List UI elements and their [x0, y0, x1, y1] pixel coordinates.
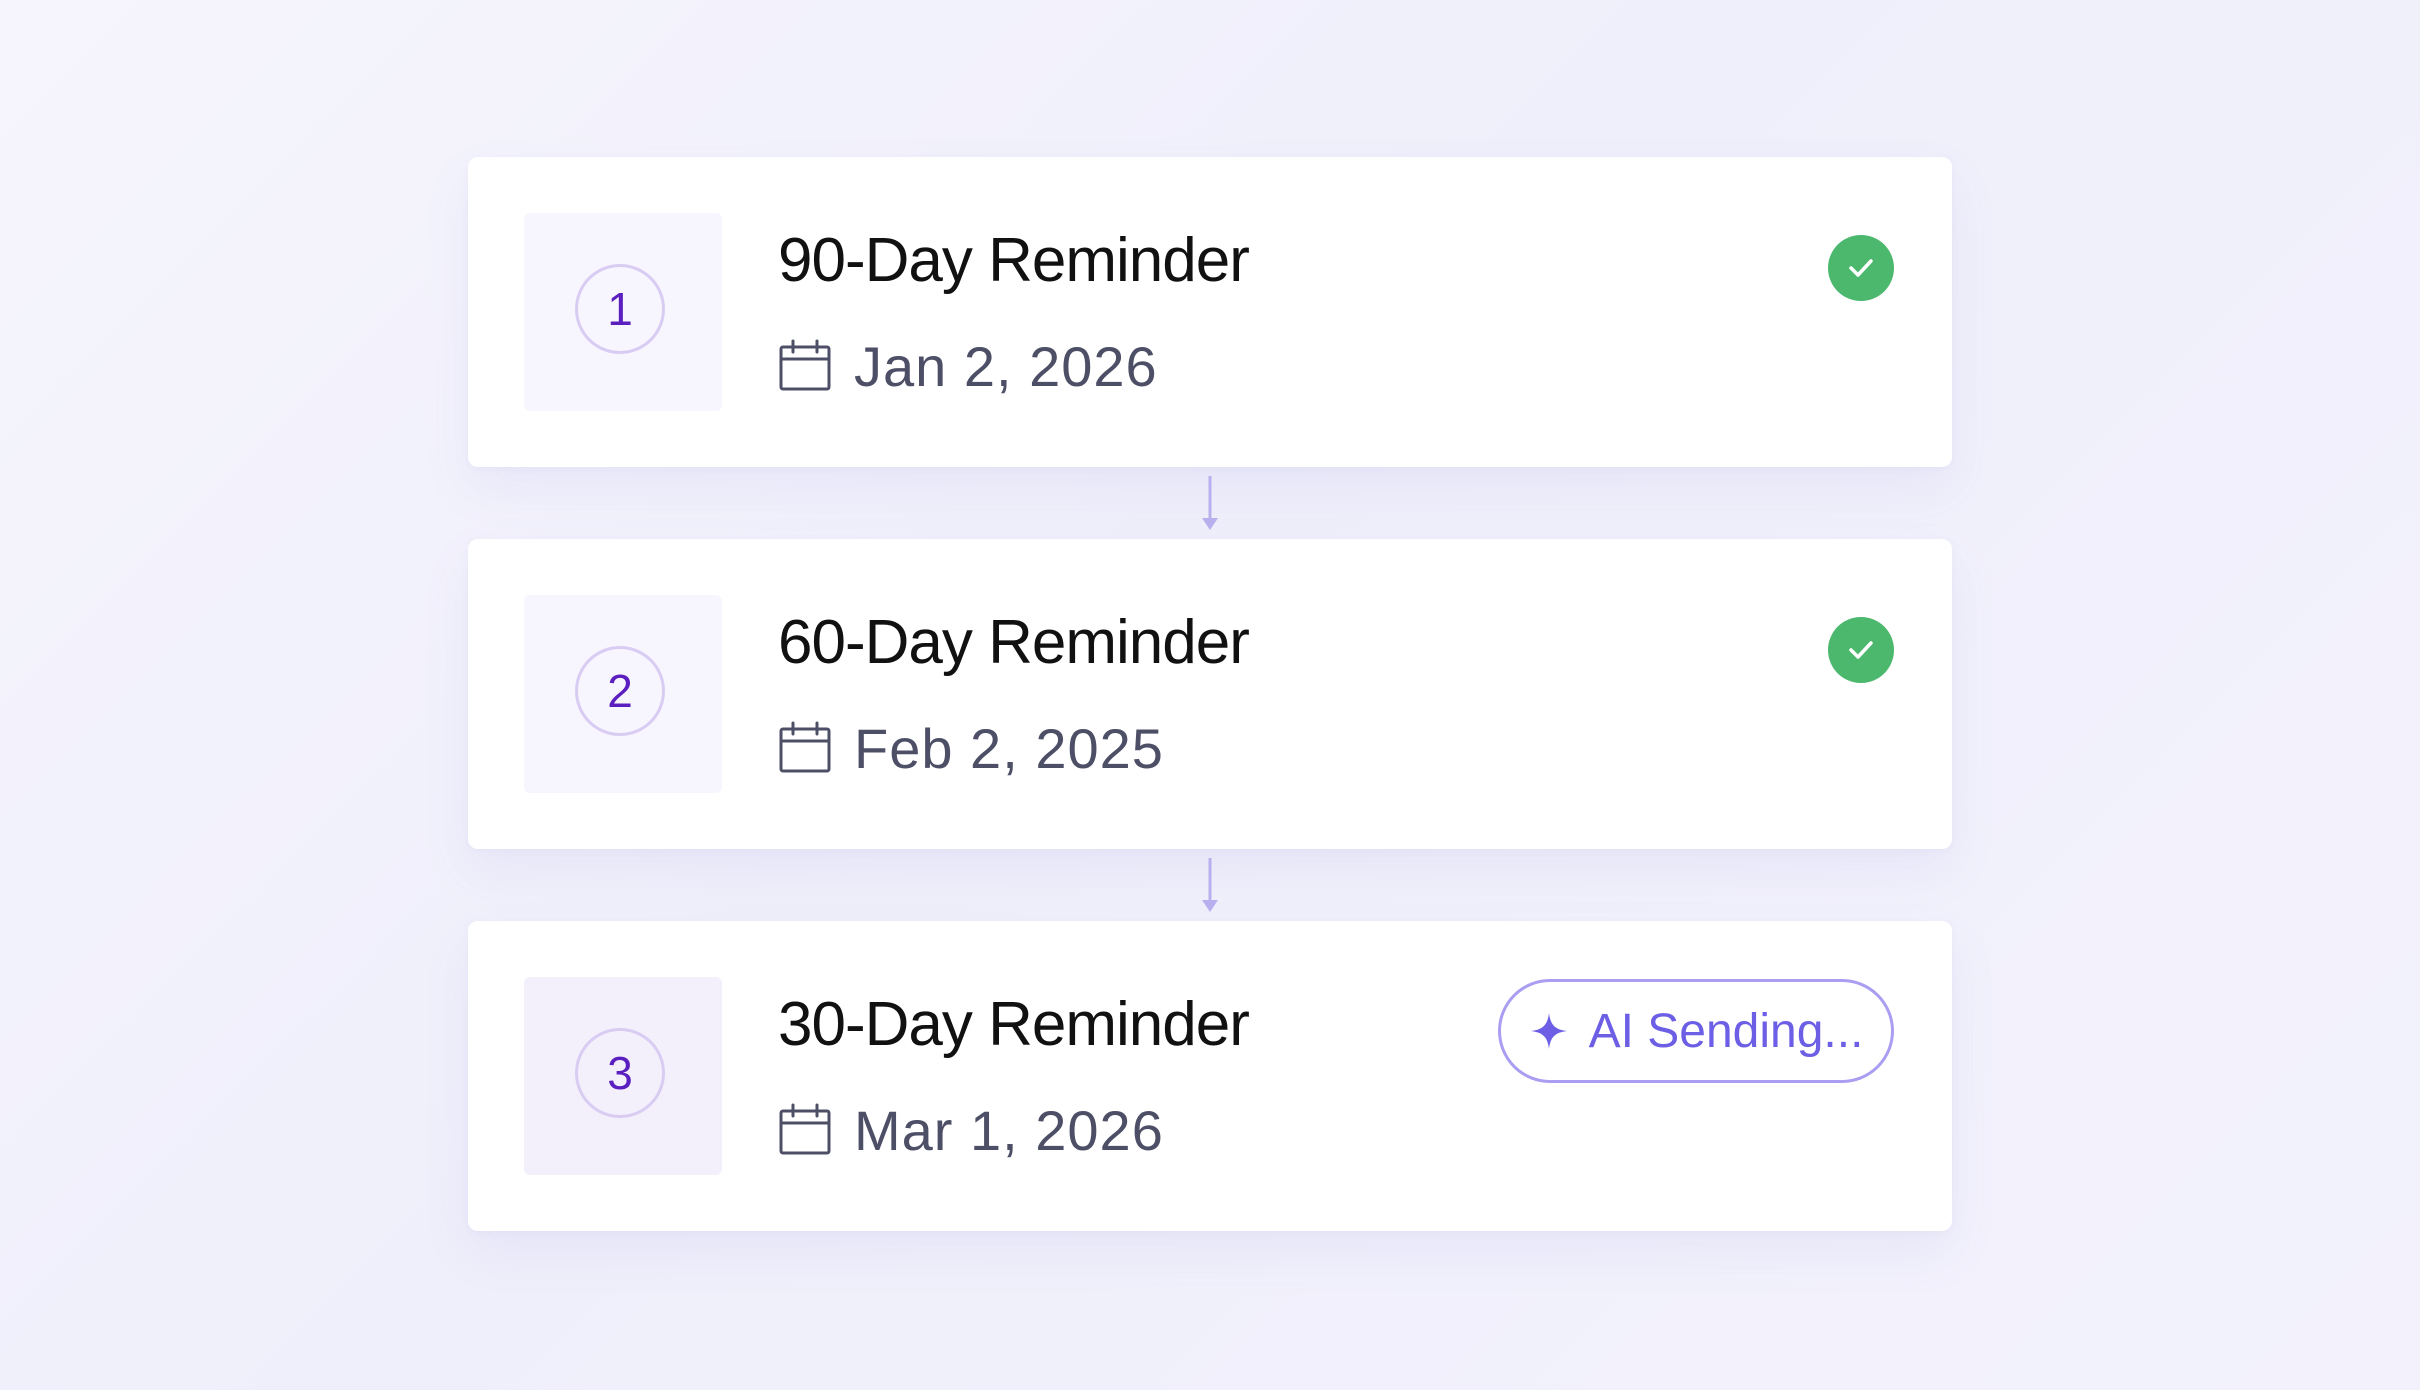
- arrow-down-icon: [1202, 476, 1218, 530]
- check-circle-icon: [1828, 235, 1894, 301]
- reminder-date-text: Feb 2, 2025: [854, 716, 1164, 780]
- step-number-box: 2: [524, 595, 722, 793]
- step-connector: [468, 849, 1952, 921]
- reminder-title: 30-Day Reminder: [778, 990, 1250, 1059]
- reminder-date: Mar 1, 2026: [778, 1098, 1164, 1162]
- step-number-box: 3: [524, 977, 722, 1175]
- calendar-icon: [779, 721, 831, 773]
- reminder-card-60-day[interactable]: 2 60-Day Reminder Feb 2, 2025: [468, 539, 1952, 849]
- arrow-down-icon: [1202, 858, 1218, 912]
- ai-sending-label: AI Sending...: [1588, 1004, 1864, 1058]
- reminder-date: Jan 2, 2026: [778, 334, 1158, 398]
- calendar-icon: [779, 1103, 831, 1155]
- reminder-card-90-day[interactable]: 1 90-Day Reminder Jan 2, 2026: [468, 157, 1952, 467]
- reminder-date: Feb 2, 2025: [778, 716, 1164, 780]
- sparkle-icon: [1530, 1013, 1567, 1049]
- step-connector: [468, 467, 1952, 539]
- check-circle-icon: [1828, 617, 1894, 683]
- reminder-card-30-day[interactable]: 3 30-Day Reminder Mar 1, 2026 AI Sending…: [468, 921, 1952, 1231]
- step-number-badge: 3: [575, 1028, 665, 1118]
- reminder-title: 90-Day Reminder: [778, 226, 1250, 295]
- reminder-title: 60-Day Reminder: [778, 608, 1250, 677]
- step-number-box: 1: [524, 213, 722, 411]
- step-number-badge: 2: [575, 646, 665, 736]
- reminder-date-text: Jan 2, 2026: [854, 334, 1158, 398]
- reminder-sequence: 1 90-Day Reminder Jan 2, 2026 2 60: [468, 157, 1952, 1231]
- reminder-date-text: Mar 1, 2026: [854, 1098, 1164, 1162]
- ai-sending-status-button[interactable]: AI Sending...: [1498, 979, 1894, 1083]
- calendar-icon: [779, 339, 831, 391]
- step-number-badge: 1: [575, 264, 665, 354]
